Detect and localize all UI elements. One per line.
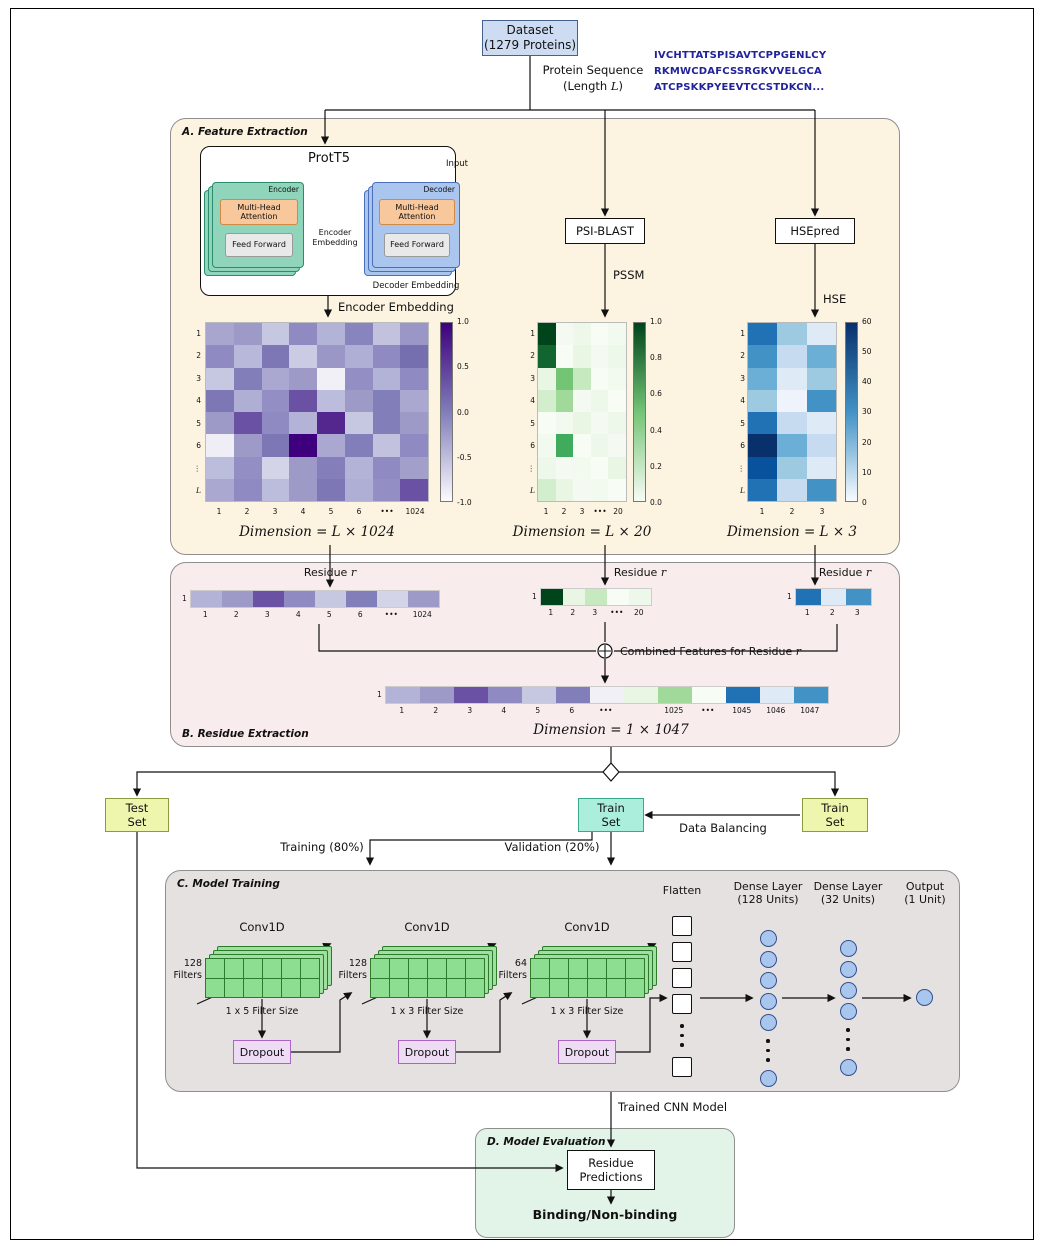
residue-r-label-2: Residue r	[613, 566, 667, 579]
section-a-label: A. Feature Extraction	[182, 126, 308, 138]
dense1-label: Dense Layer(128 Units)	[733, 880, 803, 906]
section-d-label: D. Model Evaluation	[487, 1136, 606, 1148]
section-b-label: B. Residue Extraction	[182, 728, 309, 740]
dataset-count: (1279 Proteins)	[483, 38, 577, 52]
flatten-ellipsis	[680, 1020, 684, 1051]
decoder-embedding-label: Decoder Embedding	[372, 281, 460, 291]
conv1d-stack-3	[530, 946, 657, 998]
residue-r-label-3: Residue r	[818, 566, 872, 579]
conv3-filter-size-label: 1 x 3 Filter Size	[550, 1006, 624, 1017]
residue-r-label-1: Residue r	[303, 566, 357, 579]
section-c-label: C. Model Training	[177, 878, 280, 890]
conv2-filter-grid	[370, 958, 485, 998]
trained-cnn-model-label: Trained CNN Model	[618, 1100, 728, 1114]
embedding-colorbar	[440, 322, 453, 502]
dense1-ellipsis	[766, 1035, 770, 1066]
dense2-ellipsis	[846, 1024, 850, 1055]
pssm-heatmap	[537, 322, 627, 502]
dense-layer-1-nodes	[759, 930, 777, 1087]
output-node	[916, 989, 933, 1006]
protein-sequence-text: IVCHTTATSPISAVTCPPGENLCY RKMWCDAFCSSRGKV…	[654, 50, 827, 93]
encoder-embedding-arrow-label: Encoder Embedding	[338, 300, 454, 314]
length-label: (Length L)	[563, 79, 623, 93]
validation-split-label: Validation (20%)	[504, 840, 600, 854]
encoder-multi-head-attention-box: Multi-Head Attention	[220, 199, 298, 225]
training-split-label: Training (80%)	[280, 840, 364, 854]
embedding-heatmap	[205, 322, 429, 502]
dense-layer-2-nodes	[839, 940, 857, 1076]
hse-heatmap	[747, 322, 837, 502]
dropout-box-2: Dropout	[398, 1040, 456, 1064]
data-balancing-label: Data Balancing	[679, 821, 767, 835]
conv1-title: Conv1D	[239, 920, 285, 934]
protein-sequence-label: Protein Sequence (Length L)	[534, 62, 652, 94]
combined-dimension-caption: Dimension = 1 × 1047	[533, 722, 689, 738]
conv3-title: Conv1D	[564, 920, 610, 934]
hse-label: HSE	[823, 292, 847, 306]
hsepred-box: HSEpred	[775, 218, 855, 244]
output-label: Output(1 Unit)	[904, 880, 946, 906]
embedding-dimension-caption: Dimension = L × 1024	[239, 524, 395, 540]
hse-dimension-caption: Dimension = L × 3	[726, 524, 858, 540]
encoder-card: Encoder Multi-Head Attention Feed Forwar…	[212, 182, 304, 268]
prott5-title: ProtT5	[308, 151, 350, 166]
combined-features-label: Combined Features for Residue r	[620, 645, 801, 658]
decoder-card: Decoder Multi-Head Attention Feed Forwar…	[372, 182, 460, 268]
input-label: Input	[445, 159, 468, 169]
conv1-filter-size-label: 1 x 5 Filter Size	[225, 1006, 299, 1017]
dataset-box: Dataset (1279 Proteins)	[482, 20, 578, 56]
dense2-label: Dense Layer(32 Units)	[813, 880, 883, 906]
figure-border	[10, 8, 1034, 1240]
flatten-label: Flatten	[662, 884, 702, 897]
conv1d-stack-2	[370, 946, 497, 998]
decoder-label: Decoder	[423, 185, 455, 194]
decoder-feed-forward-box: Feed Forward	[384, 233, 450, 257]
conv3-filter-grid	[530, 958, 645, 998]
encoder-embedding-mid-label: Encoder Embedding	[312, 228, 358, 247]
hse-colorbar	[845, 322, 858, 502]
decoder-multi-head-attention-box: Multi-Head Attention	[379, 199, 455, 225]
dropout-box-1: Dropout	[233, 1040, 291, 1064]
encoder-label: Encoder	[268, 185, 299, 194]
binding-result-label: Binding/Non-binding	[532, 1207, 678, 1222]
pssm-label: PSSM	[613, 268, 645, 282]
dropout-box-3: Dropout	[558, 1040, 616, 1064]
conv1d-stack-1	[205, 946, 332, 998]
psi-blast-box: PSI-BLAST	[565, 218, 645, 244]
conv2-title: Conv1D	[404, 920, 450, 934]
conv1-filter-grid	[205, 958, 320, 998]
dataset-title: Dataset	[506, 23, 554, 37]
flatten-vector	[672, 916, 692, 1077]
encoder-feed-forward-box: Feed Forward	[225, 233, 293, 257]
pssm-colorbar	[633, 322, 646, 502]
conv2-filter-size-label: 1 x 3 Filter Size	[390, 1006, 464, 1017]
pssm-dimension-caption: Dimension = L × 20	[512, 524, 652, 540]
